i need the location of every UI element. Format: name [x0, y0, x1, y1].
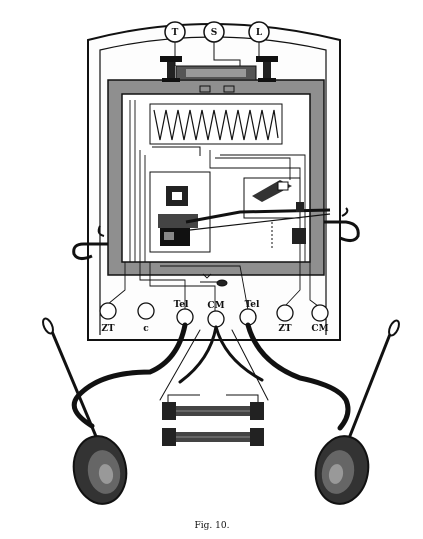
electromagnet — [149, 171, 211, 253]
label-tel-right: Tel — [245, 300, 260, 310]
internal-wiring — [129, 100, 306, 262]
label-cm-center: CM — [207, 301, 224, 311]
receiver-cords — [71, 322, 351, 431]
terminal-t-label: T — [172, 28, 179, 38]
label-zt-right: ZT — [278, 324, 292, 334]
label-c: c — [143, 324, 149, 334]
terminal-l-label: L — [256, 28, 263, 38]
receiver-right-icon — [314, 319, 400, 505]
terminal-s-label: S — [211, 28, 218, 38]
terminal-zt-left — [99, 302, 117, 320]
terminal-cm-center — [207, 310, 225, 328]
terminal-zt-right — [276, 304, 294, 322]
terminal-c — [137, 302, 155, 320]
bottom-wiring — [107, 262, 319, 312]
side-hooks — [72, 207, 360, 261]
terminal-cm-right — [311, 304, 329, 322]
resistance-coil — [149, 103, 283, 156]
label-zt-left: ZT — [101, 324, 115, 334]
figure-caption: Fig. 10. — [195, 521, 230, 531]
microphone-coils — [162, 394, 264, 446]
label-cm-right: CM — [311, 324, 328, 334]
top-terminals: T S L — [164, 21, 270, 66]
label-tel-left: Tel — [174, 300, 189, 310]
hook-switch — [185, 177, 331, 248]
receiver-left-icon — [42, 317, 128, 505]
top-bar — [160, 56, 278, 93]
